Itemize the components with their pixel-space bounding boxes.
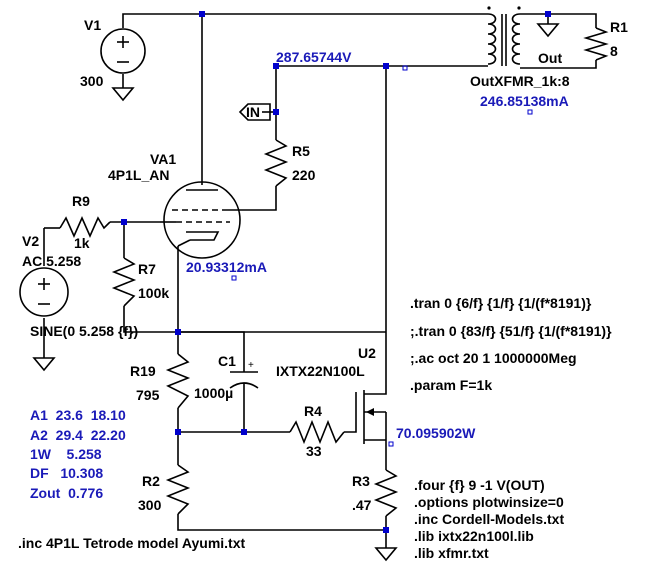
junction-dot [383, 63, 389, 69]
r19-resistor[interactable] [165, 353, 191, 409]
wire-c1-top [178, 331, 245, 368]
result-line: Zout 0.776 [30, 485, 103, 501]
junction-dot [383, 527, 389, 533]
transformer-current-readout: 246.85138mA [480, 93, 569, 109]
probe-marker [402, 65, 408, 71]
svg-text:+: + [248, 360, 254, 371]
junctions [121, 11, 551, 533]
probe-marker [527, 109, 533, 115]
junction-dot [273, 63, 279, 69]
junction-dot [175, 429, 181, 435]
junction-dot [121, 219, 127, 225]
u2-name: U2 [358, 345, 376, 361]
wire-bplus [275, 65, 488, 140]
spice-directive[interactable]: .four {f} 9 -1 V(OUT) [414, 477, 545, 493]
junction-dot [199, 11, 205, 17]
r3-name: R3 [352, 473, 370, 489]
c1-capacitor[interactable]: + [229, 360, 259, 392]
va1-tetrode-tube[interactable] [160, 181, 241, 259]
va1-model: 4P1L_AN [108, 167, 169, 183]
ground-symbol [374, 545, 398, 562]
va1-name: VA1 [150, 151, 176, 167]
junction-dot [175, 329, 181, 335]
v2-sine: SINE(0 5.258 {f}) [30, 323, 138, 339]
results-block: A1 23.6 18.10 A2 29.4 22.20 1W 5.258 DF … [30, 407, 126, 501]
r9-value: 1k [74, 235, 90, 251]
junction-dot [241, 429, 247, 435]
spice-directive[interactable]: .tran 0 {6/f} {1/f} {1/(f*8191)} [410, 295, 592, 311]
spice-directive[interactable]: .lib xfmr.txt [414, 545, 489, 561]
result-line: DF 10.308 [30, 465, 103, 481]
r19-value: 795 [136, 387, 160, 403]
result-line: A2 29.4 22.20 [30, 427, 126, 443]
probe-marker [388, 441, 394, 447]
junction-dot [273, 109, 279, 115]
wire-r7-bottom [123, 306, 386, 333]
r9-name: R9 [72, 193, 90, 209]
r2-resistor[interactable] [165, 464, 191, 515]
r4-name: R4 [304, 403, 322, 419]
r5-value: 220 [292, 167, 316, 183]
spice-directives-top: .tran 0 {6/f} {1/f} {1/(f*8191)} ;.tran … [410, 295, 612, 393]
wire-screen [228, 186, 277, 211]
junction-dot [545, 11, 551, 17]
u2-model: IXTX22N100L [276, 363, 365, 379]
c1-name: C1 [218, 353, 236, 369]
v1-voltage-source[interactable] [100, 28, 146, 74]
spice-directive[interactable]: .options plotwinsize=0 [414, 494, 564, 510]
mosfet-power-readout: 70.095902W [396, 425, 476, 441]
spice-directives-bottom: .four {f} 9 -1 V(OUT) .options plotwinsi… [414, 477, 564, 561]
r19-name: R19 [130, 363, 156, 379]
wire-out-bottom [520, 60, 597, 69]
r1-name: R1 [610, 19, 628, 35]
u2-mosfet[interactable] [355, 385, 387, 444]
v1-name: V1 [84, 17, 101, 33]
r4-value: 33 [306, 443, 322, 459]
v2-sine-source[interactable] [19, 267, 69, 317]
spice-directive[interactable]: .inc 4P1L Tetrode model Ayumi.txt [18, 535, 245, 551]
spice-directive[interactable]: .lib ixtx22n100l.lib [414, 528, 534, 544]
r7-value: 100k [138, 285, 169, 301]
bplus-voltage-readout: 287.65744V [276, 49, 352, 65]
spice-directive[interactable]: ;.ac oct 20 1 1000000Meg [410, 350, 577, 366]
ground-symbol [536, 23, 560, 38]
wire-out-top [520, 13, 597, 28]
probe-marker [231, 275, 237, 281]
out-net-label[interactable]: Out [538, 50, 562, 66]
in-net-text: IN [246, 104, 260, 120]
r5-name: R5 [292, 143, 310, 159]
ground-symbol [32, 357, 56, 372]
spice-directive[interactable]: .param F=1k [410, 377, 492, 393]
transformer-name: OutXFMR_1k:8 [470, 73, 570, 89]
r7-resistor[interactable] [111, 257, 137, 307]
cathode-current-readout: 20.93312mA [186, 259, 267, 275]
spice-directive[interactable]: .inc Cordell-Models.txt [414, 511, 564, 527]
r5-resistor[interactable] [263, 139, 289, 187]
spice-directive[interactable]: ;.tran 0 {83/f} {51/f} {1/(f*8191)} [410, 323, 612, 339]
r7-name: R7 [138, 261, 156, 277]
wire-ground-bus [177, 514, 387, 545]
v1-value: 300 [80, 73, 104, 89]
r9-resistor[interactable] [59, 216, 111, 238]
r3-resistor[interactable] [373, 469, 399, 517]
ground-symbol [111, 87, 135, 102]
r2-value: 300 [138, 497, 162, 513]
result-line: 1W 5.258 [30, 446, 102, 462]
in-net-label[interactable] [238, 103, 271, 121]
r1-resistor[interactable] [583, 27, 609, 61]
wire-gate [344, 422, 357, 433]
r4-resistor[interactable] [289, 419, 345, 445]
r3-value: .47 [352, 497, 372, 513]
c1-value: 1000µ [194, 385, 233, 401]
wire-v1-top [122, 13, 488, 28]
result-line: A1 23.6 18.10 [30, 407, 126, 423]
v2-ac: AC 5.258 [22, 253, 81, 269]
r2-name: R2 [142, 473, 160, 489]
r1-value: 8 [610, 43, 618, 59]
output-transformer[interactable] [487, 6, 521, 66]
v2-name: V2 [22, 233, 39, 249]
